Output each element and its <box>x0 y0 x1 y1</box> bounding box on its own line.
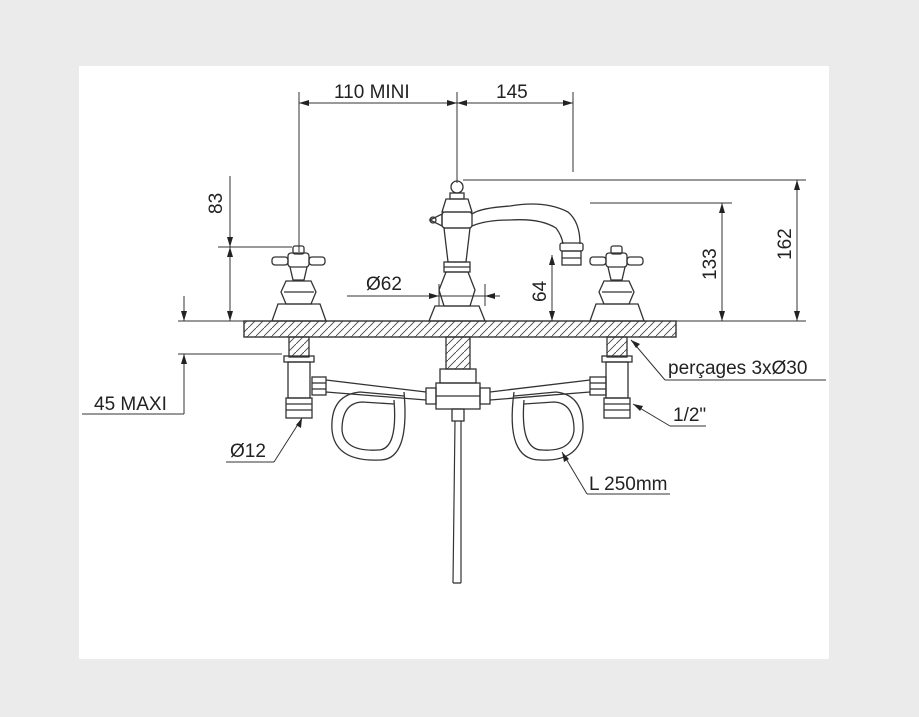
dim-handle-height: 83 <box>206 193 227 214</box>
dim-pipe-diameter: Ø12 <box>230 441 266 462</box>
spout-body <box>425 180 584 584</box>
dimension-arrows <box>181 100 800 462</box>
dim-spread-min: 110 MINI <box>334 82 410 103</box>
dim-supply-connection: 1/2" <box>673 405 706 426</box>
dim-total-height: 162 <box>775 228 796 260</box>
faucet-technical-drawing: 110 MINI 145 83 Ø62 64 133 162 45 MAXI p… <box>82 82 826 584</box>
deck-plate <box>243 320 677 338</box>
dim-hose-length: L 250mm <box>589 474 668 495</box>
dim-spout-reach: 145 <box>496 82 528 103</box>
flexible-hoses <box>325 379 591 461</box>
dim-max-deck-thickness: 45 MAXI <box>94 394 167 415</box>
drawing-sheet: 110 MINI 145 83 Ø62 64 133 162 45 MAXI p… <box>79 66 829 659</box>
dimension-lines <box>82 92 826 495</box>
dim-body-diameter: Ø62 <box>366 274 402 295</box>
left-cross-handle <box>271 245 327 419</box>
dim-base-height: 64 <box>530 280 551 302</box>
dim-spout-outlet-height: 133 <box>700 248 721 280</box>
right-cross-handle <box>589 245 645 419</box>
dim-hole-drilling: perçages 3xØ30 <box>668 358 807 379</box>
